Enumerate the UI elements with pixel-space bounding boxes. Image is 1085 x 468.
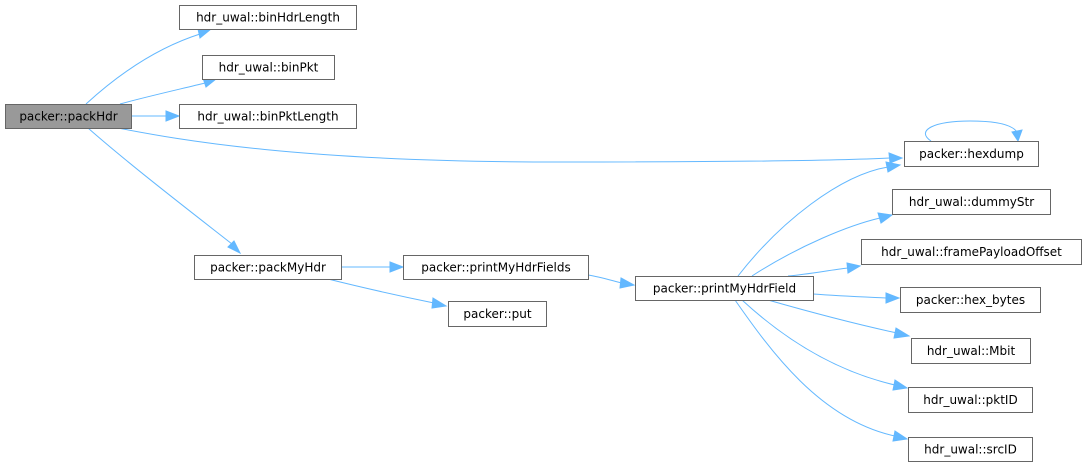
node-label: packer::packHdr [19, 110, 117, 124]
node-box[interactable] [900, 287, 1041, 313]
edge-printMyHdrFields-to-printMyHdrField [587, 274, 636, 289]
node-framePayloadOffset[interactable]: hdr_uwal::framePayloadOffset [861, 239, 1082, 265]
edge-line [924, 120, 1019, 142]
node-printMyHdrField[interactable]: packer::printMyHdrField [635, 276, 814, 301]
arrowhead-icon [893, 327, 911, 339]
arrowhead-icon [885, 292, 901, 304]
edge-printMyHdrField-to-hex_bytes [812, 292, 901, 304]
edges-layer [85, 28, 1023, 442]
node-label: hdr_uwal::binPktLength [197, 110, 338, 124]
edge-line [787, 267, 849, 277]
edge-line [327, 278, 435, 304]
node-box[interactable] [202, 55, 335, 80]
arrowhead-icon [846, 262, 862, 274]
node-label: packer::hex_bytes [916, 293, 1025, 307]
arrowhead-icon [888, 152, 904, 164]
node-label: packer::packMyHdr [210, 261, 326, 275]
node-label: hdr_uwal::srcID [924, 443, 1017, 457]
node-label: hdr_uwal::dummyStr [909, 195, 1034, 209]
node-box[interactable] [635, 276, 814, 301]
node-box[interactable] [911, 338, 1031, 364]
edge-packHdr-to-hexdump [117, 127, 904, 164]
node-box[interactable] [861, 239, 1082, 265]
edge-line [734, 299, 896, 437]
node-box[interactable] [5, 104, 132, 129]
node-hexdump[interactable]: packer::hexdump [904, 141, 1039, 167]
arrowhead-icon [165, 110, 181, 122]
arrowhead-icon [389, 261, 405, 273]
node-label: hdr_uwal::framePayloadOffset [881, 245, 1062, 259]
node-label: hdr_uwal::binPkt [219, 61, 319, 75]
node-label: hdr_uwal::binHdrLength [196, 11, 340, 25]
node-Mbit[interactable]: hdr_uwal::Mbit [911, 338, 1031, 364]
node-hex_bytes[interactable]: packer::hex_bytes [900, 287, 1041, 313]
edge-line [812, 293, 887, 299]
arrowhead-icon [227, 240, 242, 255]
edge-printMyHdrField-to-framePayloadOffset [787, 262, 862, 277]
edge-line [587, 274, 623, 284]
arrowhead-icon [431, 297, 448, 309]
node-box[interactable] [194, 255, 342, 280]
edge-packHdr-to-binPktLength [131, 110, 181, 122]
edge-line [737, 166, 889, 277]
node-box[interactable] [908, 387, 1033, 413]
node-binHdrLength[interactable]: hdr_uwal::binHdrLength [179, 5, 357, 30]
node-put[interactable]: packer::put [448, 301, 547, 327]
arrowhead-icon [892, 430, 909, 442]
edge-printMyHdrField-to-dummyStr [751, 212, 894, 277]
node-box[interactable] [403, 255, 589, 280]
node-label: hdr_uwal::pktID [923, 393, 1017, 407]
node-label: packer::printMyHdrField [653, 282, 796, 296]
arrowhead-icon [619, 277, 636, 289]
edge-line [751, 217, 881, 277]
node-packHdr[interactable]: packer::packHdr [5, 104, 132, 129]
node-box[interactable] [892, 189, 1051, 215]
node-label: hdr_uwal::Mbit [927, 344, 1016, 358]
arrowhead-icon [197, 28, 213, 39]
edge-packHdr-to-binPkt [119, 77, 218, 105]
edge-line [85, 33, 201, 105]
node-box[interactable] [448, 301, 547, 327]
arrowhead-icon [877, 212, 894, 224]
node-label: packer::hexdump [919, 147, 1024, 161]
edge-hexdump-to-hexdump [924, 120, 1023, 143]
node-packMyHdr[interactable]: packer::packMyHdr [194, 255, 342, 280]
arrowhead-icon [885, 161, 902, 173]
edge-line [87, 127, 233, 245]
node-box[interactable] [179, 104, 357, 129]
node-box[interactable] [179, 5, 357, 30]
node-label: packer::printMyHdrFields [421, 261, 570, 275]
node-dummyStr[interactable]: hdr_uwal::dummyStr [892, 189, 1051, 215]
edge-packMyHdr-to-printMyHdrFields [341, 261, 405, 273]
edge-printMyHdrField-to-pktID [741, 299, 909, 391]
node-label: packer::put [463, 307, 532, 321]
edge-packMyHdr-to-put [327, 278, 448, 309]
edge-line [741, 299, 896, 386]
node-srcID[interactable]: hdr_uwal::srcID [908, 437, 1033, 462]
node-printMyHdrFields[interactable]: packer::printMyHdrFields [403, 255, 589, 280]
edge-printMyHdrField-to-srcID [734, 299, 909, 442]
edge-line [767, 299, 898, 334]
node-box[interactable] [908, 437, 1033, 462]
edge-packHdr-to-packMyHdr [87, 127, 242, 255]
edge-printMyHdrField-to-hexdump [737, 161, 902, 277]
edge-line [119, 82, 206, 105]
node-binPkt[interactable]: hdr_uwal::binPkt [202, 55, 335, 80]
edge-printMyHdrField-to-Mbit [767, 299, 911, 339]
node-pktID[interactable]: hdr_uwal::pktID [908, 387, 1033, 413]
edge-packHdr-to-binHdrLength [85, 28, 213, 105]
edge-line [117, 127, 891, 163]
arrowhead-icon [1011, 129, 1023, 143]
node-box[interactable] [904, 141, 1039, 167]
node-binPktLength[interactable]: hdr_uwal::binPktLength [179, 104, 357, 129]
arrowhead-icon [892, 379, 909, 391]
nodes-layer: packer::packHdr hdr_uwal::binHdrLengthhdr… [5, 5, 1082, 462]
